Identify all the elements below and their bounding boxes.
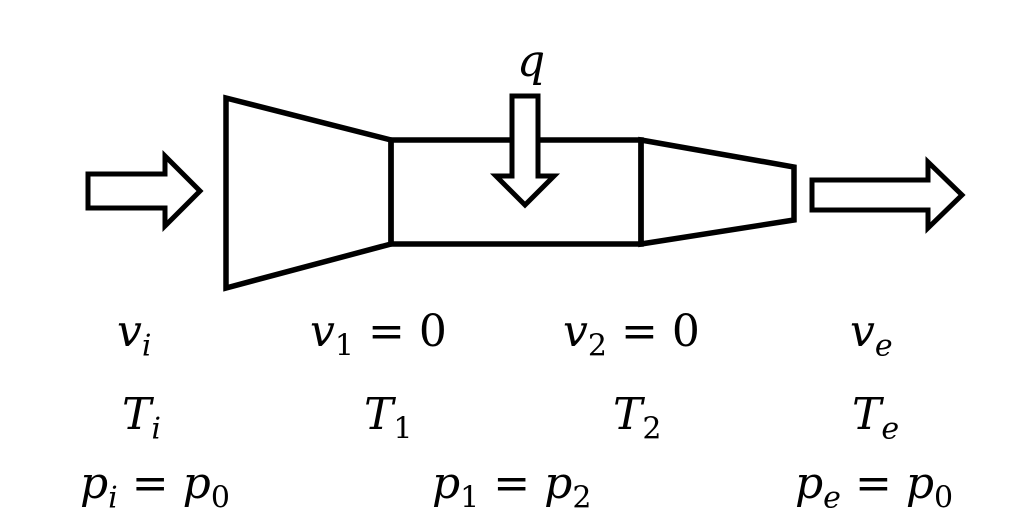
- inlet-temperature: Ti: [122, 389, 161, 447]
- exit-velocity: ve: [850, 306, 893, 364]
- state1-velocity: v1=0: [310, 306, 447, 364]
- exit-pressure: pe=p0: [795, 458, 954, 516]
- state2-velocity: v2=0: [563, 306, 700, 364]
- exit-temperature: Te: [852, 389, 900, 447]
- state2-temperature: T2: [613, 389, 662, 447]
- state1-temperature: T1: [364, 389, 413, 447]
- diffuser-section: [223, 94, 394, 292]
- inlet-flow-arrow: [85, 149, 204, 233]
- inlet-velocity: vi: [117, 306, 152, 364]
- nozzle-section: [638, 136, 797, 248]
- heat-input-arrow: [489, 93, 561, 209]
- heat-label: q: [517, 36, 546, 87]
- inlet-pressure: pi=p0: [80, 458, 230, 516]
- exit-flow-arrow: [809, 156, 966, 234]
- middle-pressure: p1=p2: [432, 458, 592, 516]
